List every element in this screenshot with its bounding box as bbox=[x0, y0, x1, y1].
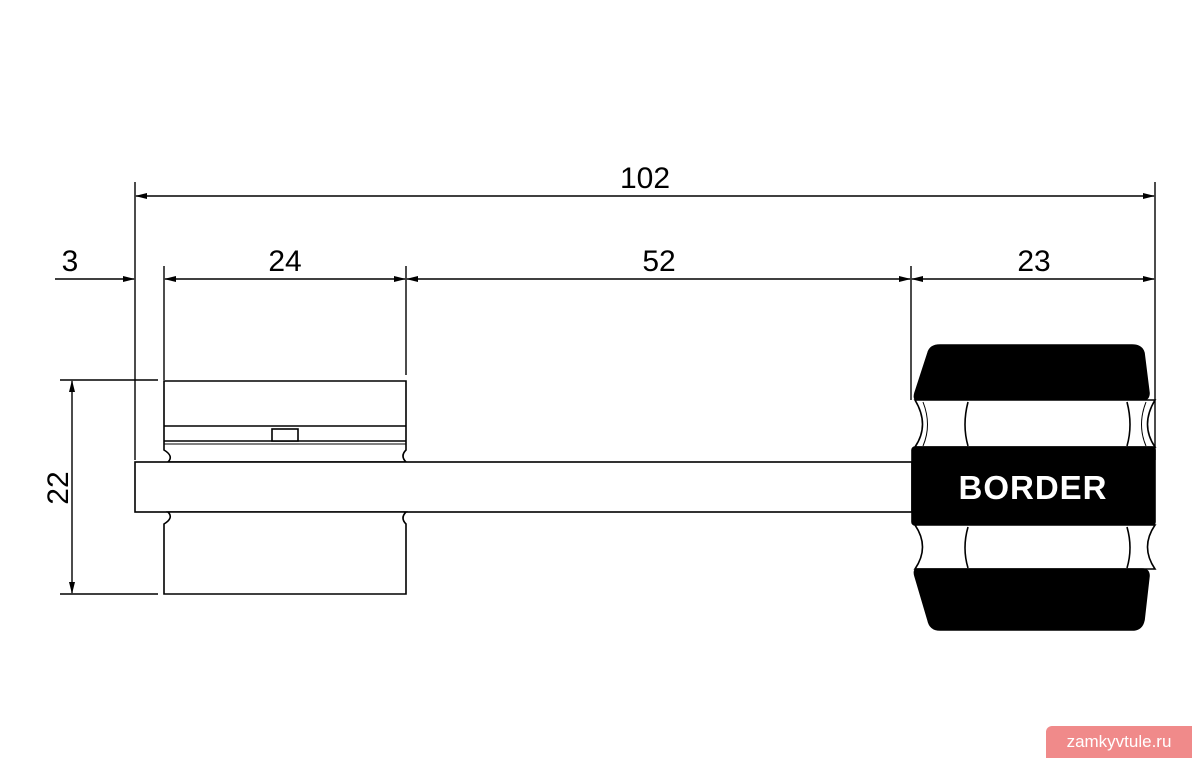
knob-waist bbox=[913, 399, 1157, 448]
cylinder-upper-block bbox=[163, 380, 408, 463]
extension-lines bbox=[60, 182, 1156, 595]
dim-label-22: 22 bbox=[42, 471, 75, 504]
cylinder-pin-window bbox=[271, 428, 299, 442]
cam-shaft bbox=[134, 461, 913, 513]
knob-bottom-cap bbox=[913, 568, 1150, 631]
dim-label-52: 52 bbox=[642, 245, 675, 278]
dimension-lines bbox=[55, 193, 1155, 594]
knob-top-cap bbox=[913, 344, 1150, 401]
dim-label-102: 102 bbox=[620, 162, 670, 195]
dim-label-23: 23 bbox=[1017, 245, 1050, 278]
cylinder-lower-block bbox=[163, 511, 408, 595]
dim-label-24: 24 bbox=[268, 245, 301, 278]
watermark-badge: zamkyvtule.ru bbox=[1046, 726, 1192, 758]
knob-brand-logo: BORDER bbox=[958, 469, 1107, 506]
thumb-turn-knob bbox=[911, 344, 1157, 631]
dim-label-3: 3 bbox=[62, 245, 79, 278]
cylinder-body bbox=[134, 380, 913, 595]
